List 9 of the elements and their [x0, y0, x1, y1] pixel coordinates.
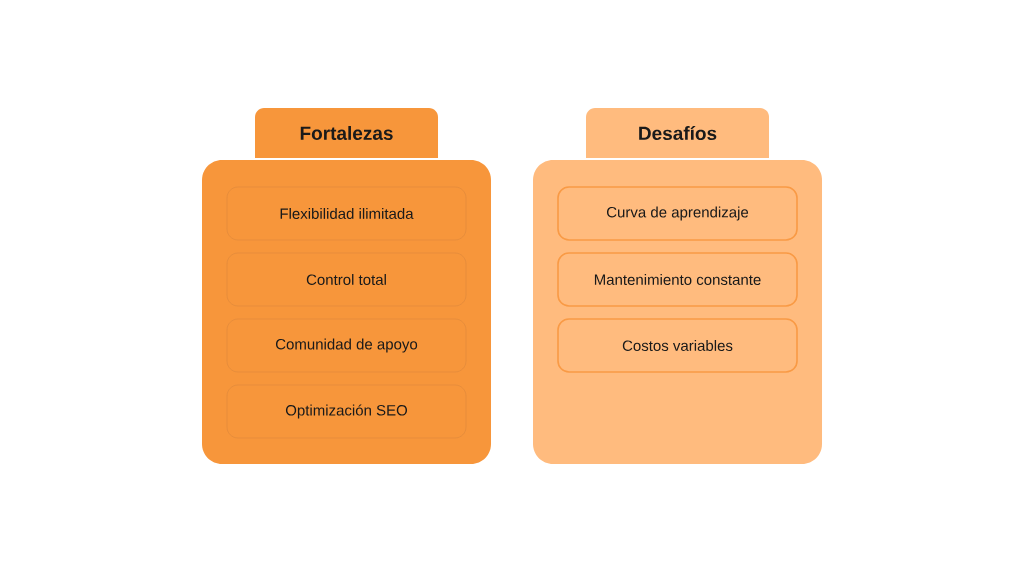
item-box: Curva de aprendizaje [557, 186, 798, 241]
item-box: Optimización SEO [226, 384, 467, 439]
heading-tab: Fortalezas [255, 108, 438, 158]
item-box: Costos variables [557, 318, 798, 373]
item-box: Control total [226, 252, 467, 307]
heading-tab: Desafíos [586, 108, 769, 158]
item-box: Comunidad de apoyo [226, 318, 467, 373]
item-box: Flexibilidad ilimitada [226, 186, 467, 241]
item-box: Mantenimiento constante [557, 252, 798, 307]
